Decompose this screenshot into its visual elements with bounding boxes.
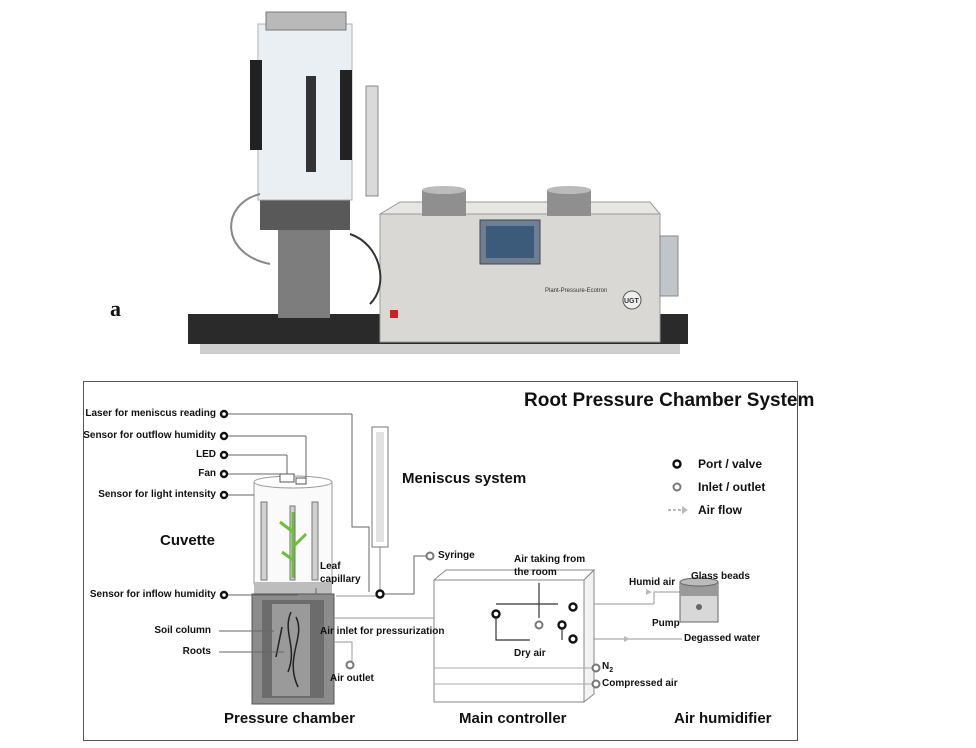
diagram-title: Root Pressure Chamber System	[524, 390, 815, 411]
port-valve	[557, 620, 567, 630]
port-valve	[219, 590, 229, 600]
label-cuvette: Cuvette	[160, 532, 216, 549]
section-pressure-chamber: Pressure chamber	[224, 710, 355, 727]
panel-letter-a: a	[110, 296, 121, 321]
instrument-photo: Plant-Pressure-Ecotron UGT	[188, 11, 688, 354]
main-controller-box	[433, 579, 585, 703]
label-light-sensor: Sensor for light intensity	[98, 489, 216, 500]
label-air-inlet: Air inlet for pressurization	[320, 626, 445, 637]
diagram-drawing	[219, 409, 719, 705]
plant	[279, 512, 308, 578]
legend-flow-label: Air flow	[698, 503, 742, 517]
legend-inlet-icon	[672, 482, 682, 492]
label-compressed-air: Compressed air	[602, 678, 678, 689]
label-dry-air: Dry air	[514, 648, 546, 659]
port-valve	[219, 490, 229, 500]
label-fan: Fan	[198, 468, 216, 479]
port-valve	[491, 609, 501, 619]
label-leaf: Leaf	[320, 561, 341, 572]
brand-logo: UGT	[624, 298, 640, 305]
port-valve	[219, 431, 229, 441]
port-valve	[375, 589, 385, 599]
section-main-controller: Main controller	[459, 710, 567, 727]
inlet-outlet	[591, 679, 601, 689]
label-led: LED	[196, 449, 216, 460]
screen-brand: Plant-Pressure-Ecotron	[545, 288, 607, 294]
port-valve	[568, 602, 578, 612]
label-soil-column: Soil column	[154, 625, 211, 636]
legend-port-label: Port / valve	[698, 457, 763, 471]
label-inflow-sensor: Sensor for inflow humidity	[89, 589, 216, 600]
legend-inlet-label: Inlet / outlet	[698, 480, 766, 494]
inlet-outlet	[534, 620, 544, 630]
label-air-room-2: the room	[514, 567, 557, 578]
port-valve	[568, 634, 578, 644]
inlet-outlet	[425, 551, 435, 561]
label-meniscus: Meniscus system	[402, 470, 527, 487]
label-degassed-water: Degassed water	[684, 633, 761, 644]
legend-port-icon	[672, 459, 682, 469]
label-capillary: capillary	[320, 574, 361, 585]
label-air-outlet: Air outlet	[330, 673, 374, 684]
label-humid-air: Humid air	[629, 577, 676, 588]
label-roots: Roots	[182, 646, 211, 657]
label-laser: Laser for meniscus reading	[85, 408, 216, 419]
label-syringe: Syringe	[438, 550, 475, 561]
label-outflow-sensor: Sensor for outflow humidity	[83, 430, 216, 441]
section-air-humidifier: Air humidifier	[674, 710, 772, 727]
inlet-outlet	[591, 663, 601, 673]
inlet-outlet	[345, 660, 355, 670]
label-pump: Pump	[652, 618, 680, 629]
port-valve	[219, 409, 229, 419]
system-diagram: Root Pressure Chamber System Laser for m…	[83, 381, 814, 741]
port-valve	[219, 469, 229, 479]
label-n2: N2	[602, 661, 614, 674]
port-valve	[219, 450, 229, 460]
label-air-room-1: Air taking from	[514, 554, 586, 565]
cuvette-cylinder	[257, 23, 353, 201]
label-glass-beads: Glass beads	[691, 571, 750, 582]
